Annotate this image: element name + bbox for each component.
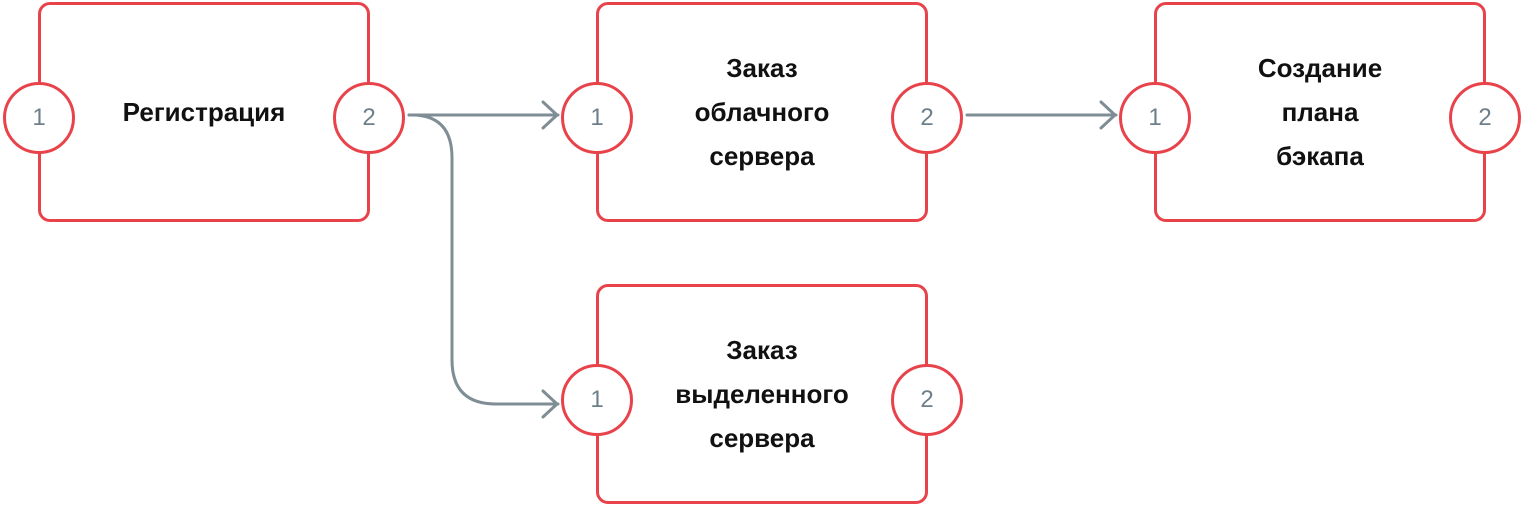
input-port[interactable]: 1	[1119, 82, 1191, 154]
node-cloud-server-order[interactable]: 1 Заказ облачного сервера 2	[561, 2, 963, 222]
output-port-label: 2	[362, 104, 376, 131]
output-port[interactable]: 2	[1449, 82, 1521, 154]
node-backup-plan[interactable]: 1 Создание плана бэкапа 2	[1119, 2, 1521, 222]
node-label: Создание плана бэкапа	[1257, 53, 1383, 171]
input-port-label: 1	[590, 386, 604, 413]
input-port-label: 1	[32, 104, 46, 131]
input-port[interactable]: 1	[3, 82, 75, 154]
output-port-label: 2	[920, 104, 934, 131]
node-label: Регистрация	[122, 97, 286, 127]
arrowhead-registration-to-cloud	[541, 100, 559, 130]
output-port[interactable]: 2	[333, 82, 405, 154]
output-port-label: 2	[920, 386, 934, 413]
node-dedicated-server-order[interactable]: 1 Заказ выделенного сервера 2	[561, 284, 963, 504]
arrowhead-cloud-to-backup	[1099, 100, 1117, 130]
node-registration[interactable]: 1 Регистрация 2	[3, 2, 405, 222]
output-port[interactable]: 2	[891, 364, 963, 436]
output-port[interactable]: 2	[891, 82, 963, 154]
input-port-label: 1	[590, 104, 604, 131]
connector-registration-to-dedicated	[407, 113, 560, 406]
input-port-label: 1	[1148, 104, 1162, 131]
node-label: Заказ выделенного сервера	[675, 335, 849, 453]
node-label: Заказ облачного сервера	[694, 53, 830, 171]
input-port[interactable]: 1	[561, 364, 633, 436]
output-port-label: 2	[1478, 104, 1492, 131]
arrowhead-registration-to-dedicated	[541, 389, 559, 419]
input-port[interactable]: 1	[561, 82, 633, 154]
